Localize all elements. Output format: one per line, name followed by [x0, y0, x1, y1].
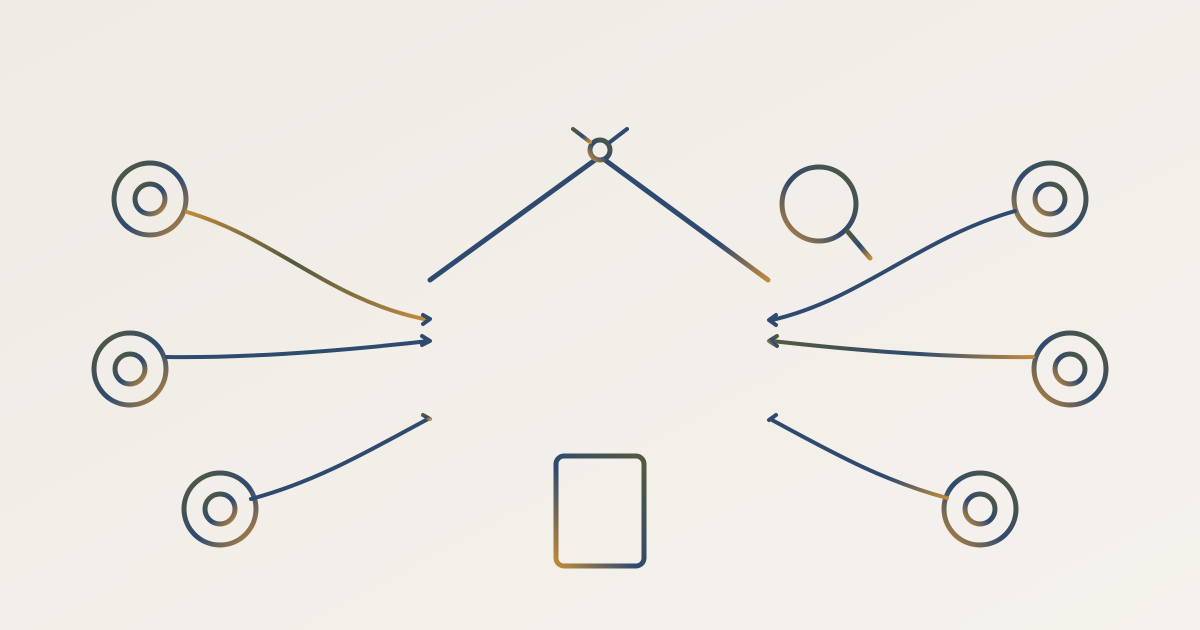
roof-left-edge: [427, 157, 598, 283]
connector-right-3-arrow: [767, 413, 778, 422]
connector-right-2-arrow: [767, 334, 779, 348]
connector-left-2-arrow: [420, 334, 432, 347]
target-ring-icon-right-1: [1011, 160, 1089, 238]
target-ring-icon-left-3: [181, 470, 259, 548]
connector-left-2: [165, 339, 431, 360]
connector-right-3: [770, 418, 949, 500]
magnifier-icon: [779, 164, 873, 261]
target-ring-icon-right-2: [1031, 330, 1109, 408]
target-ring-icon-left-2: [91, 330, 169, 408]
connector-right-2: [770, 339, 1035, 360]
connector-left-1-arrow: [421, 313, 432, 326]
connector-right-1-arrow: [767, 313, 778, 327]
connector-left-3-arrow: [421, 413, 432, 421]
roof-right-edge: [602, 157, 771, 283]
target-ring-icon-left-1: [111, 160, 189, 238]
connector-right-1: [770, 209, 1017, 322]
antenna-icon: [571, 127, 629, 163]
connector-left-3: [249, 417, 430, 501]
target-ring-icon-right-3: [941, 470, 1019, 548]
door-outline: [553, 453, 647, 569]
connector-left-1: [185, 210, 426, 321]
